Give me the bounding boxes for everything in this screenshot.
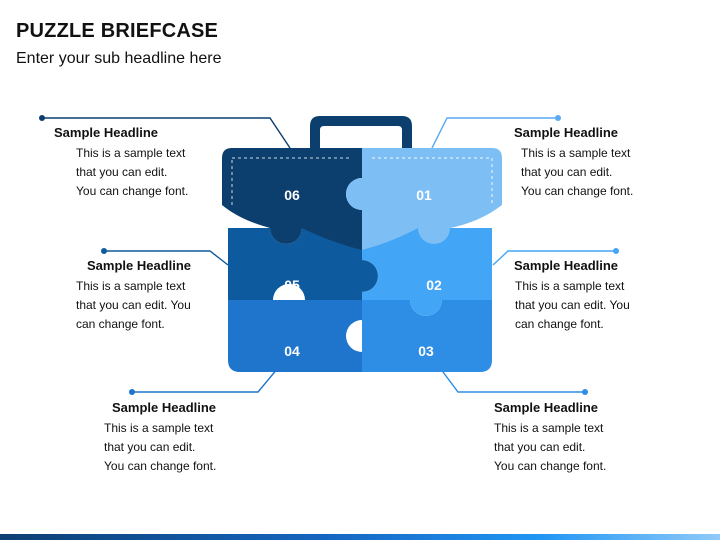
- callout-bottom-right: Sample Headline This is a sample text th…: [494, 400, 684, 476]
- piece-06-number: 06: [284, 187, 300, 203]
- piece-06-shape: [222, 148, 362, 250]
- callout-headline: Sample Headline: [87, 258, 192, 273]
- callout-line: that you can edit. You: [76, 298, 191, 312]
- callout-headline: Sample Headline: [514, 258, 619, 273]
- puzzle-piece-01: [346, 148, 502, 250]
- connector-dot-mid-right: [613, 248, 619, 254]
- puzzle-piece-05: [228, 228, 378, 300]
- callout-line: You can change font.: [494, 459, 607, 473]
- callout-line: You can change font.: [521, 184, 634, 198]
- connector-dot-bottom-left: [129, 389, 135, 395]
- callout-line: can change font.: [76, 317, 165, 331]
- puzzle-piece-06: [222, 148, 362, 250]
- callout-body: This is a sample text that you can edit.…: [54, 144, 244, 201]
- callout-body: This is a sample text that you can edit.…: [514, 277, 704, 334]
- callout-line: This is a sample text: [521, 146, 631, 160]
- connector-line-top-right: [431, 117, 558, 149]
- puzzle-piece-04: [228, 300, 362, 372]
- connector-lines: [39, 115, 619, 395]
- callout-line: You can change font.: [104, 459, 217, 473]
- callout-line: that you can edit. You: [515, 298, 630, 312]
- piece-03-shape: [362, 300, 492, 372]
- connector-dot-top-right: [555, 115, 561, 121]
- connector-dot-mid-left: [101, 248, 107, 254]
- piece-05-shape: [228, 228, 378, 300]
- piece-01-stitch: [372, 157, 493, 205]
- connector-dot-bottom-right: [582, 389, 588, 395]
- callout-bottom-left: Sample Headline This is a sample text th…: [104, 400, 302, 476]
- piece-05-number: 05: [284, 277, 300, 293]
- callout-headline: Sample Headline: [54, 125, 159, 140]
- callout-line: can change font.: [515, 317, 604, 331]
- connector-line-mid-right: [492, 250, 616, 266]
- callout-headline: Sample Headline: [494, 400, 599, 415]
- callout-mid-left: Sample Headline This is a sample text th…: [76, 258, 266, 334]
- callout-body: This is a sample text that you can edit.…: [514, 144, 704, 201]
- page-title: PUZZLE BRIEFCASE: [16, 20, 219, 42]
- callout-line: that you can edit.: [494, 440, 586, 454]
- puzzle-piece-03: [362, 300, 492, 372]
- connector-line-mid-left: [104, 250, 229, 266]
- callout-line: You can change font.: [76, 184, 189, 198]
- callout-top-right: Sample Headline This is a sample text th…: [514, 125, 704, 201]
- piece-01-number: 01: [416, 187, 432, 203]
- connector-dot-top-left: [39, 115, 45, 121]
- callout-line: that you can edit.: [104, 440, 196, 454]
- callout-line: This is a sample text: [76, 146, 186, 160]
- footer-accent-bar: [0, 534, 720, 540]
- callout-body: This is a sample text that you can edit.…: [76, 277, 266, 334]
- callout-body: This is a sample text that you can edit.…: [494, 419, 684, 476]
- piece-04-shape: [228, 300, 362, 372]
- connector-line-bottom-left: [132, 367, 279, 393]
- callout-line: This is a sample text: [76, 279, 186, 293]
- piece-04-number: 04: [284, 343, 300, 359]
- connector-line-top-left: [42, 117, 291, 149]
- callout-body: This is a sample text that you can edit.…: [104, 419, 302, 476]
- callout-line: This is a sample text: [104, 421, 214, 435]
- piece-01-shape: [346, 148, 502, 250]
- callout-mid-right: Sample Headline This is a sample text th…: [514, 258, 704, 334]
- piece-02-number: 02: [426, 277, 442, 293]
- briefcase-handle: [310, 116, 412, 148]
- connector-line-bottom-right: [439, 367, 585, 393]
- callout-line: that you can edit.: [76, 165, 168, 179]
- piece-03-number: 03: [418, 343, 434, 359]
- callout-headline: Sample Headline: [514, 125, 619, 140]
- page-subtitle: Enter your sub headline here: [16, 50, 222, 67]
- callout-top-left: Sample Headline This is a sample text th…: [54, 125, 244, 201]
- piece-06-stitch: [231, 157, 352, 205]
- callout-line: that you can edit.: [521, 165, 613, 179]
- callout-line: This is a sample text: [515, 279, 625, 293]
- callout-headline: Sample Headline: [112, 400, 217, 415]
- callout-line: This is a sample text: [494, 421, 604, 435]
